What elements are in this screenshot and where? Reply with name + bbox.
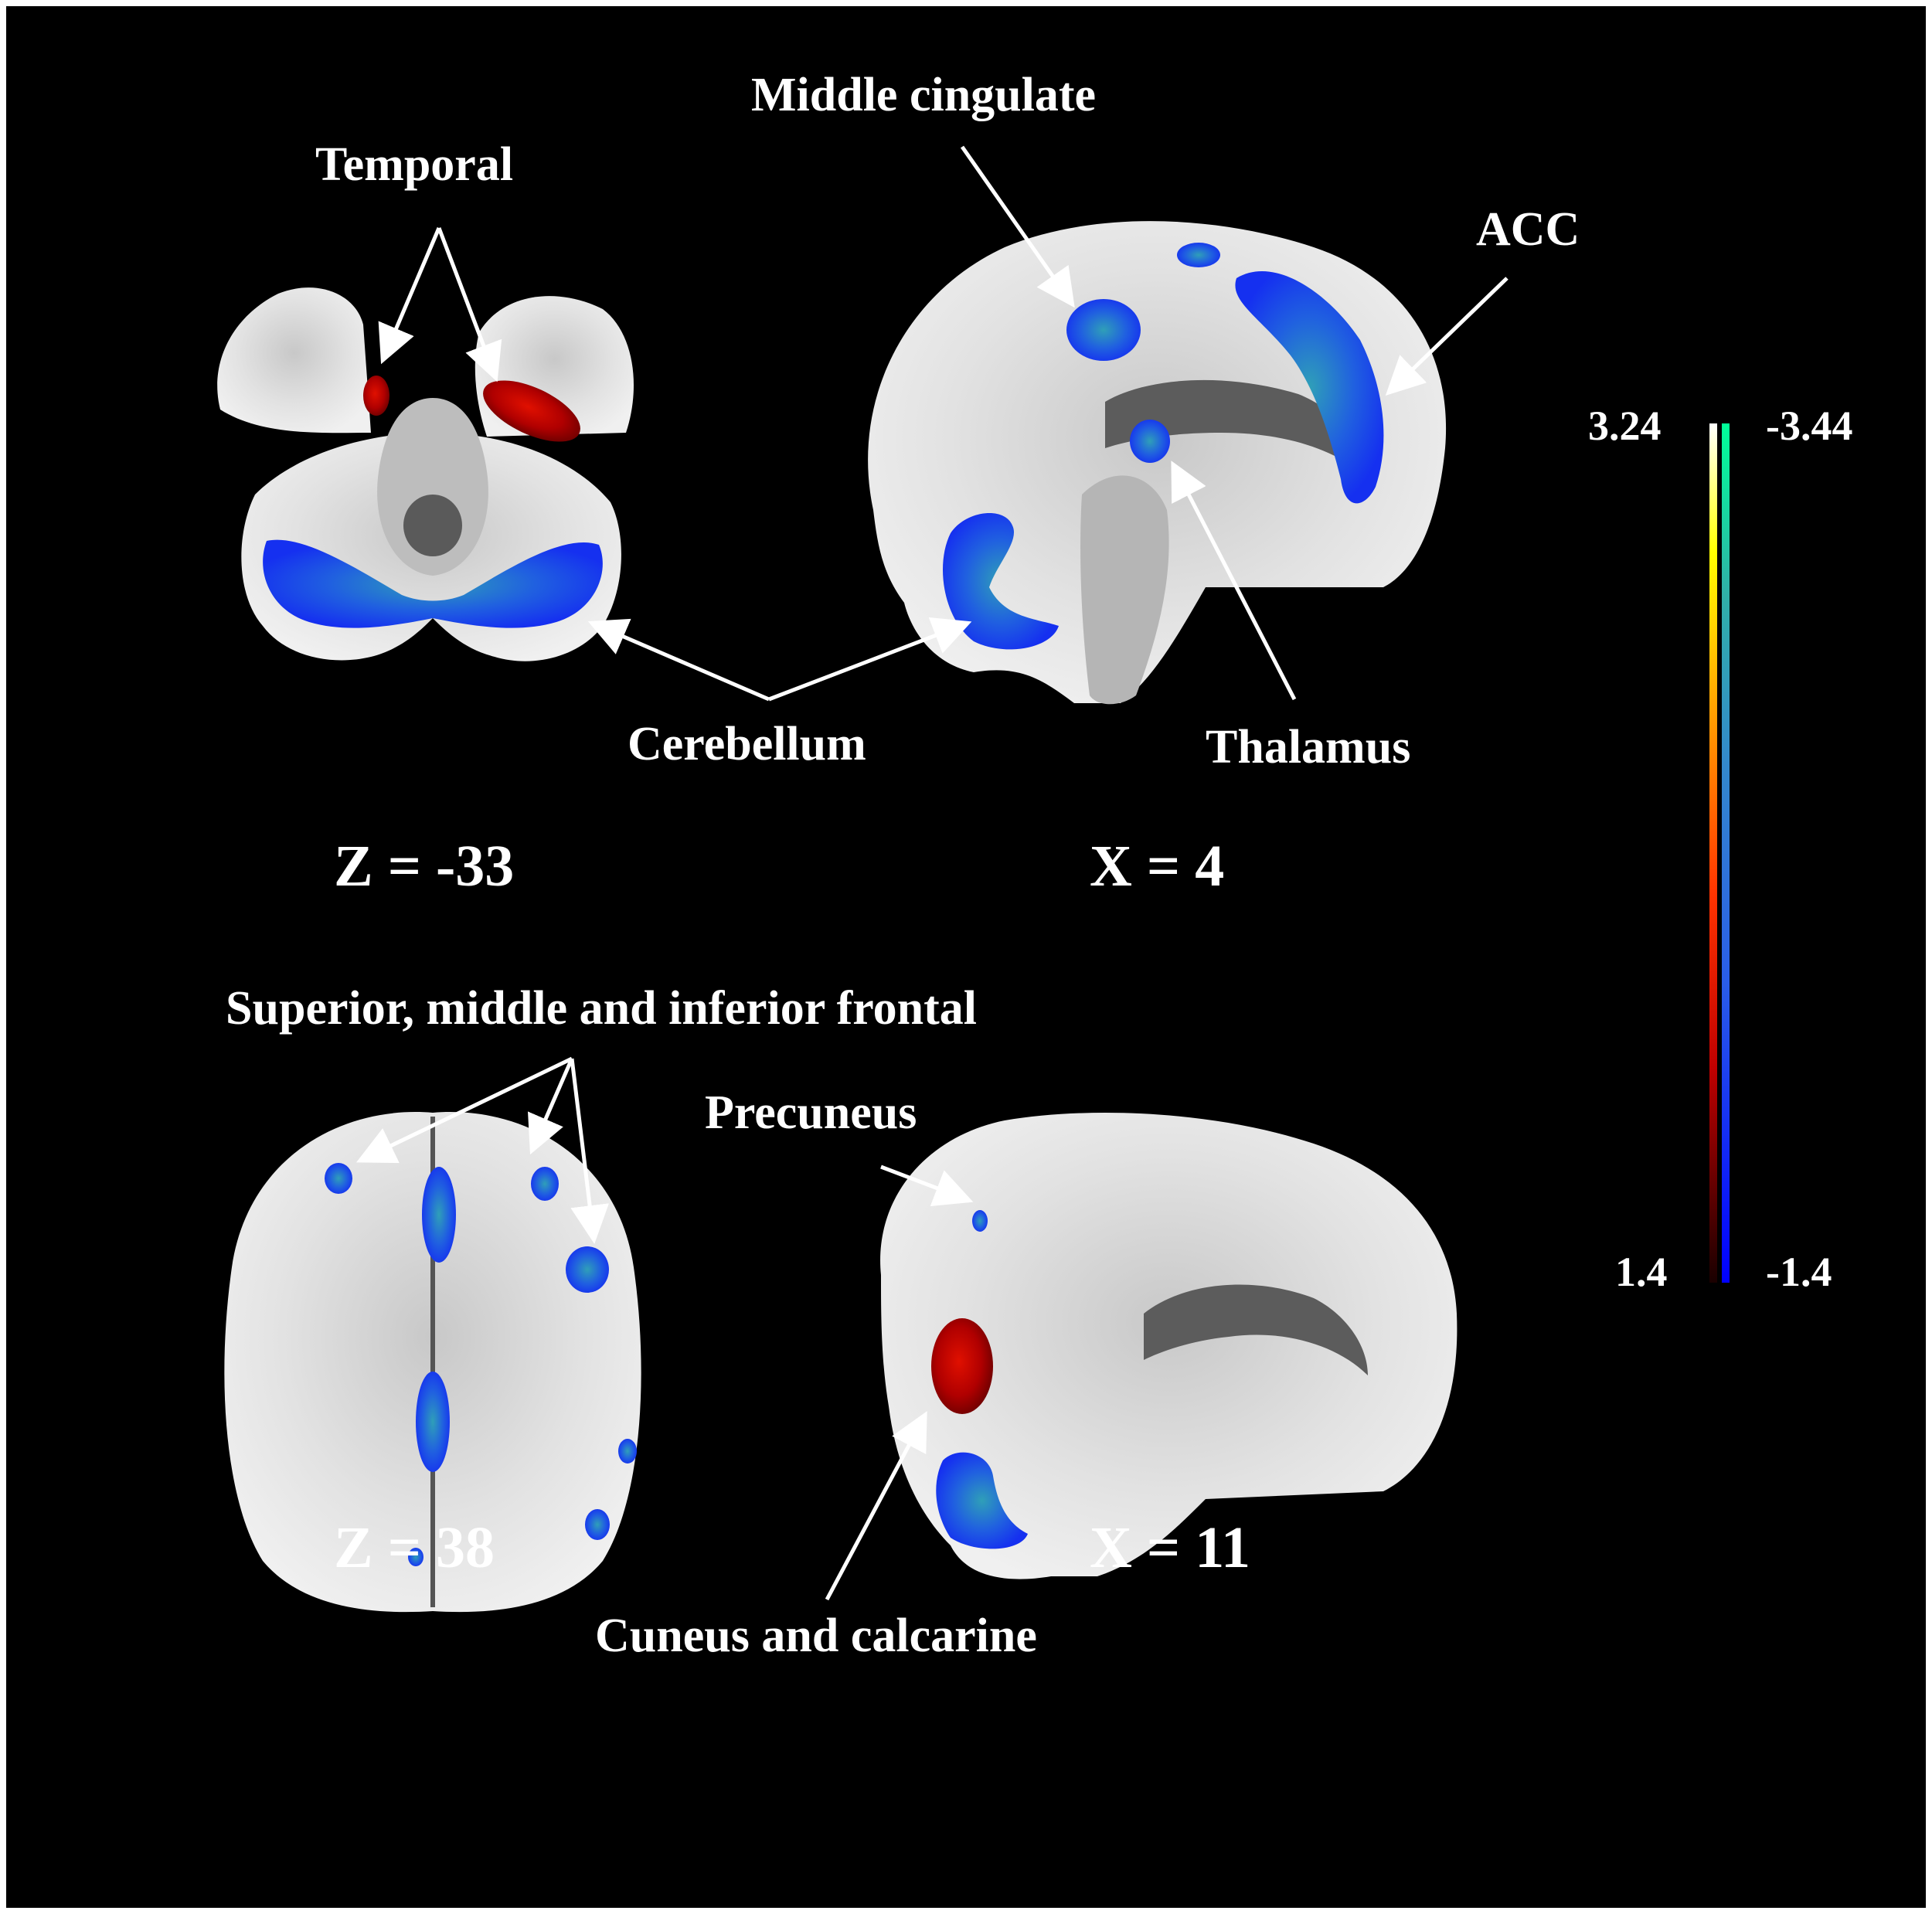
- thalamus-activation-blob: [1130, 420, 1170, 463]
- left-temporal-lobe-tissue: [217, 287, 371, 433]
- arrow-cerebellum-right: [768, 617, 972, 702]
- slice-sagittal-x11: [880, 1113, 1458, 1579]
- fourth-ventricle: [403, 495, 462, 556]
- positive-colorbar: [1709, 423, 1717, 1283]
- right-temporal-activation-blob: [483, 380, 580, 442]
- left-frontal-activation-blob: [325, 1163, 352, 1194]
- superior-frontal-activation-blob: [422, 1167, 456, 1263]
- cerebellum-activation-blob: [263, 539, 603, 628]
- slice-label-top-left: Z = -33: [334, 834, 515, 899]
- brainstem-sagittal: [1080, 475, 1169, 705]
- label-middle-cingulate: Middle cingulate: [751, 69, 1097, 121]
- arrow-frontal-2: [528, 1058, 574, 1155]
- superior-cingulate-small-blob: [1177, 243, 1220, 267]
- middle-cingulate-activation-blob: [1066, 299, 1141, 361]
- precuneus-activation-blob: [972, 1210, 988, 1232]
- slice-axial-z38: [224, 1112, 641, 1613]
- label-temporal: Temporal: [315, 138, 514, 191]
- label-thalamus: Thalamus: [1206, 721, 1411, 773]
- acc-activation-blob: [1235, 271, 1384, 504]
- label-precuneus: Precuneus: [705, 1086, 917, 1139]
- sagittal-cerebellum-activation-blob: [943, 512, 1059, 650]
- occipital-activation-blob: [408, 1548, 423, 1566]
- arrow-temporal-right: [437, 227, 502, 382]
- slice-label-bottom-left: Z = 38: [334, 1515, 495, 1580]
- arrow-cerebellum-left: [587, 618, 770, 702]
- slice-label-top-right: X = 4: [1090, 834, 1225, 899]
- posterior-midline-activation-blob: [416, 1372, 450, 1472]
- right-parietal-activation-blob-2: [585, 1509, 610, 1540]
- colorbar-negative-min: -1.4: [1766, 1249, 1832, 1295]
- slice-label-bottom-right: X = 11: [1090, 1515, 1250, 1580]
- arrow-acc: [1385, 277, 1509, 396]
- arrow-temporal-left: [378, 227, 441, 365]
- cuneus-calcarine-activation-blob: [931, 1318, 993, 1414]
- label-cerebellum: Cerebellum: [628, 718, 866, 770]
- arrow-middle-cingulate: [960, 145, 1075, 308]
- label-acc: ACC: [1476, 203, 1580, 256]
- negative-colorbar: [1722, 423, 1730, 1283]
- arrow-cuneus-calcarine: [825, 1411, 927, 1601]
- colorbar-positive-min: 1.4: [1615, 1249, 1668, 1295]
- arrow-precuneus: [880, 1164, 974, 1207]
- annotation-arrows: [355, 145, 1509, 1601]
- right-parietal-activation-blob-1: [618, 1439, 637, 1464]
- arrow-frontal-3: [570, 1058, 609, 1244]
- colorbar-negative-max: -3.44: [1766, 403, 1853, 449]
- colorbar-positive-max: 3.24: [1588, 403, 1662, 449]
- left-temporal-activation-blob: [363, 376, 389, 416]
- label-frontal: Superior, middle and inferior frontal: [226, 982, 977, 1035]
- slice-axial-z-neg33: [217, 287, 634, 661]
- sagittal2-ventricle: [1144, 1284, 1368, 1375]
- right-inferior-frontal-activation-blob: [566, 1246, 609, 1293]
- corpus-callosum-and-ventricle: [1105, 379, 1360, 471]
- right-middle-frontal-activation-blob: [531, 1167, 559, 1201]
- label-cuneus-calcarine: Cuneus and calcarine: [595, 1610, 1037, 1662]
- slice-sagittal-x4: [868, 221, 1447, 705]
- sagittal2-cerebellum-activation-blob: [936, 1452, 1028, 1549]
- arrow-frontal-1: [355, 1056, 573, 1164]
- arrow-thalamus: [1171, 461, 1297, 701]
